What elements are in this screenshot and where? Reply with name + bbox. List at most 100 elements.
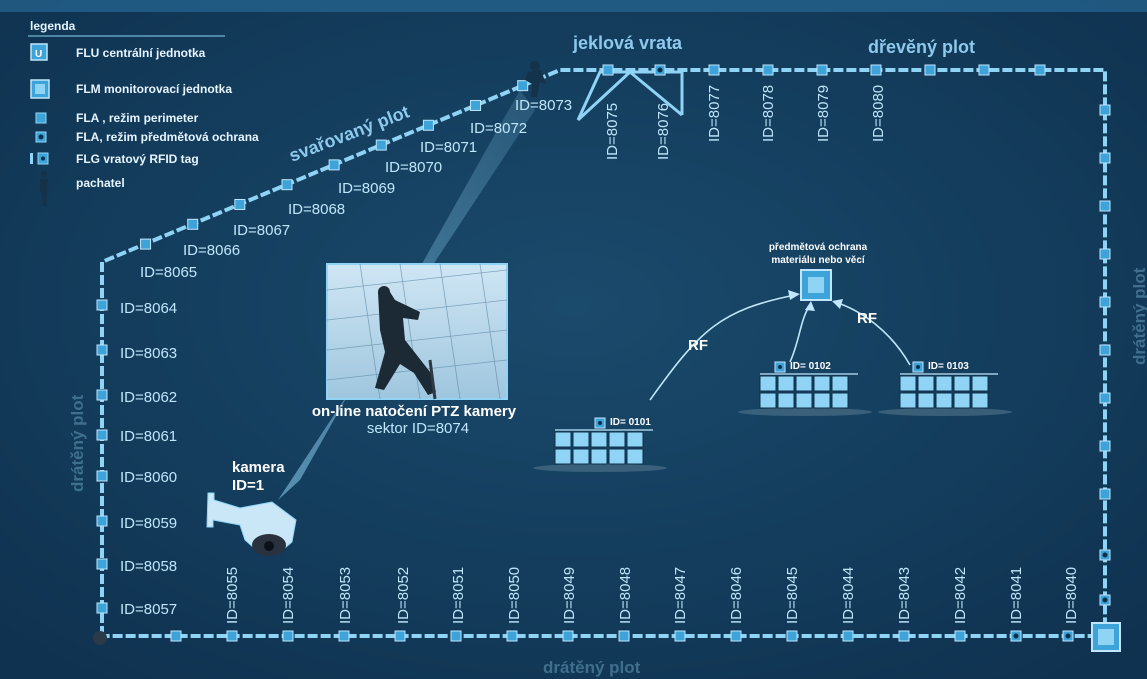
ptz-caption: on-line natočení PTZ kamery: [312, 403, 517, 420]
fla-sensor-marker: [394, 630, 406, 642]
intruder-icon: [525, 61, 546, 97]
sensor-label: ID=8062: [120, 389, 177, 406]
material-stacks: [533, 361, 1012, 472]
rf-arrowheads: [788, 290, 843, 311]
fla-perimeter-icon: [35, 112, 47, 124]
fla-sensor-marker: [375, 139, 387, 151]
sensor-label: ID=8040: [1063, 567, 1080, 624]
fla-sensor-marker: [762, 64, 774, 76]
sensor-label: ID=8075: [604, 103, 621, 160]
ptz-camera-view: [326, 263, 508, 400]
fla-sensor-marker: [674, 630, 686, 642]
fla-sensor-marker: [816, 64, 828, 76]
sensor-label: ID=8054: [280, 567, 297, 624]
fla-sensor-marker: [954, 630, 966, 642]
fla-sensor-marker: [96, 389, 108, 401]
fla-sensor-marker: [1099, 440, 1111, 452]
fla-sensor-marker: [1034, 64, 1046, 76]
sensor-label: ID=8063: [120, 345, 177, 362]
diagonal-sensor-labels: ID=8065 ID=8066 ID=8067 ID=8068 ID=8069 …: [140, 97, 572, 281]
camera-label: kamera: [232, 459, 285, 476]
legend-item-label: FLA, režim předmětová ochrana: [76, 130, 259, 144]
material-stack: [878, 373, 1012, 416]
sensor-label: ID=8057: [120, 601, 177, 618]
wire-fence-bottom-title: drátěný plot: [543, 658, 641, 677]
fla-sensor-marker: [898, 630, 910, 642]
camera-id: ID=1: [232, 477, 264, 494]
material-stack: [533, 429, 667, 472]
flm-unit-icon: [1091, 622, 1121, 652]
sensor-label: ID=8052: [395, 567, 412, 624]
stack-id-label: ID= 0101: [610, 417, 651, 428]
fla-sensor-marker: [328, 159, 340, 171]
fla-sensor-marker: [96, 344, 108, 356]
fla-sensor-marker: [1099, 200, 1111, 212]
fla-sensor-marker: [187, 218, 199, 230]
fla-sensor-marker: [1099, 104, 1111, 116]
fla-sensor-marker: [234, 198, 246, 210]
ptz-sector: sektor ID=8074: [367, 420, 469, 437]
fla-sensor-marker: [226, 630, 238, 642]
camera-icon: [206, 492, 297, 556]
fla-object-marker: [1099, 594, 1111, 606]
sensor-label: ID=8045: [784, 567, 801, 624]
wire-fence-left-title: drátěný plot: [68, 394, 87, 492]
sensor-label: ID=8068: [288, 201, 345, 218]
fla-sensor-marker: [96, 429, 108, 441]
sensor-markers: [96, 64, 1111, 642]
sensor-label: ID=8055: [224, 567, 241, 624]
fla-sensor-marker: [281, 179, 293, 191]
material-stack: [738, 373, 872, 416]
flg-rfid-tag-marker: [654, 64, 666, 76]
legend-title: legenda: [30, 19, 76, 33]
object-protection-line2: materiálu nebo věcí: [771, 255, 866, 266]
sensor-label: ID=8042: [952, 567, 969, 624]
fence-outline: [100, 68, 1107, 638]
sensor-label: ID=8071: [420, 139, 477, 156]
sensor-label: ID=8050: [506, 567, 523, 624]
sensor-label: ID=8069: [338, 180, 395, 197]
fla-sensor-marker: [602, 64, 614, 76]
fla-sensor-marker: [517, 80, 529, 92]
sensor-label: ID=8047: [672, 567, 689, 624]
sensor-label: ID=8051: [450, 567, 467, 624]
sensor-label: ID=8046: [728, 567, 745, 624]
fla-sensor-marker: [924, 64, 936, 76]
fla-sensor-marker: [170, 630, 182, 642]
top-sensor-labels: ID=8075 ID=8076 ID=8077 ID=8078 ID=8079 …: [604, 85, 887, 160]
object-protection-line1: předmětová ochrana: [769, 242, 868, 253]
sensor-label: ID=8053: [337, 567, 354, 624]
fla-object-marker: [774, 361, 786, 373]
fla-sensor-marker: [422, 119, 434, 131]
sensor-label: ID=8073: [515, 97, 572, 114]
fla-sensor-marker: [1099, 392, 1111, 404]
legend-item-label: FLA , režim perimeter: [76, 111, 199, 125]
sensor-label: ID=8077: [706, 85, 723, 142]
fla-sensor-marker: [1099, 248, 1111, 260]
sensor-label: ID=8072: [470, 120, 527, 137]
sensor-label: ID=8049: [561, 567, 578, 624]
fla-sensor-marker: [1099, 488, 1111, 500]
fla-sensor-marker: [870, 64, 882, 76]
intruder-icon: [40, 170, 48, 206]
sensor-label: ID=8079: [815, 85, 832, 142]
rf-link-0103: [834, 301, 911, 366]
sensor-label: ID=8060: [120, 469, 177, 486]
sensor-label: ID=8048: [617, 567, 634, 624]
fla-sensor-marker: [338, 630, 350, 642]
sensor-label: ID=8061: [120, 428, 177, 445]
fla-object-icon: [35, 131, 47, 143]
fla-sensor-marker: [1099, 344, 1111, 356]
fla-sensor-marker: [96, 470, 108, 482]
bottom-sensor-labels: ID=8055 ID=8054 ID=8053 ID=8052 ID=8051 …: [224, 567, 1080, 624]
fla-object-marker: [1062, 630, 1074, 642]
sensor-label: ID=8043: [896, 567, 913, 624]
fla-sensor-marker: [708, 64, 720, 76]
legend-item-label: FLU centrální jednotka: [76, 46, 206, 60]
fla-sensor-marker: [282, 630, 294, 642]
fla-sensor-marker: [96, 558, 108, 570]
wire-fence-right-title: drátěný plot: [1130, 267, 1147, 365]
fla-sensor-marker: [140, 238, 152, 250]
left-sensor-labels: ID=8064 ID=8063 ID=8062 ID=8061 ID=8060 …: [120, 300, 177, 618]
